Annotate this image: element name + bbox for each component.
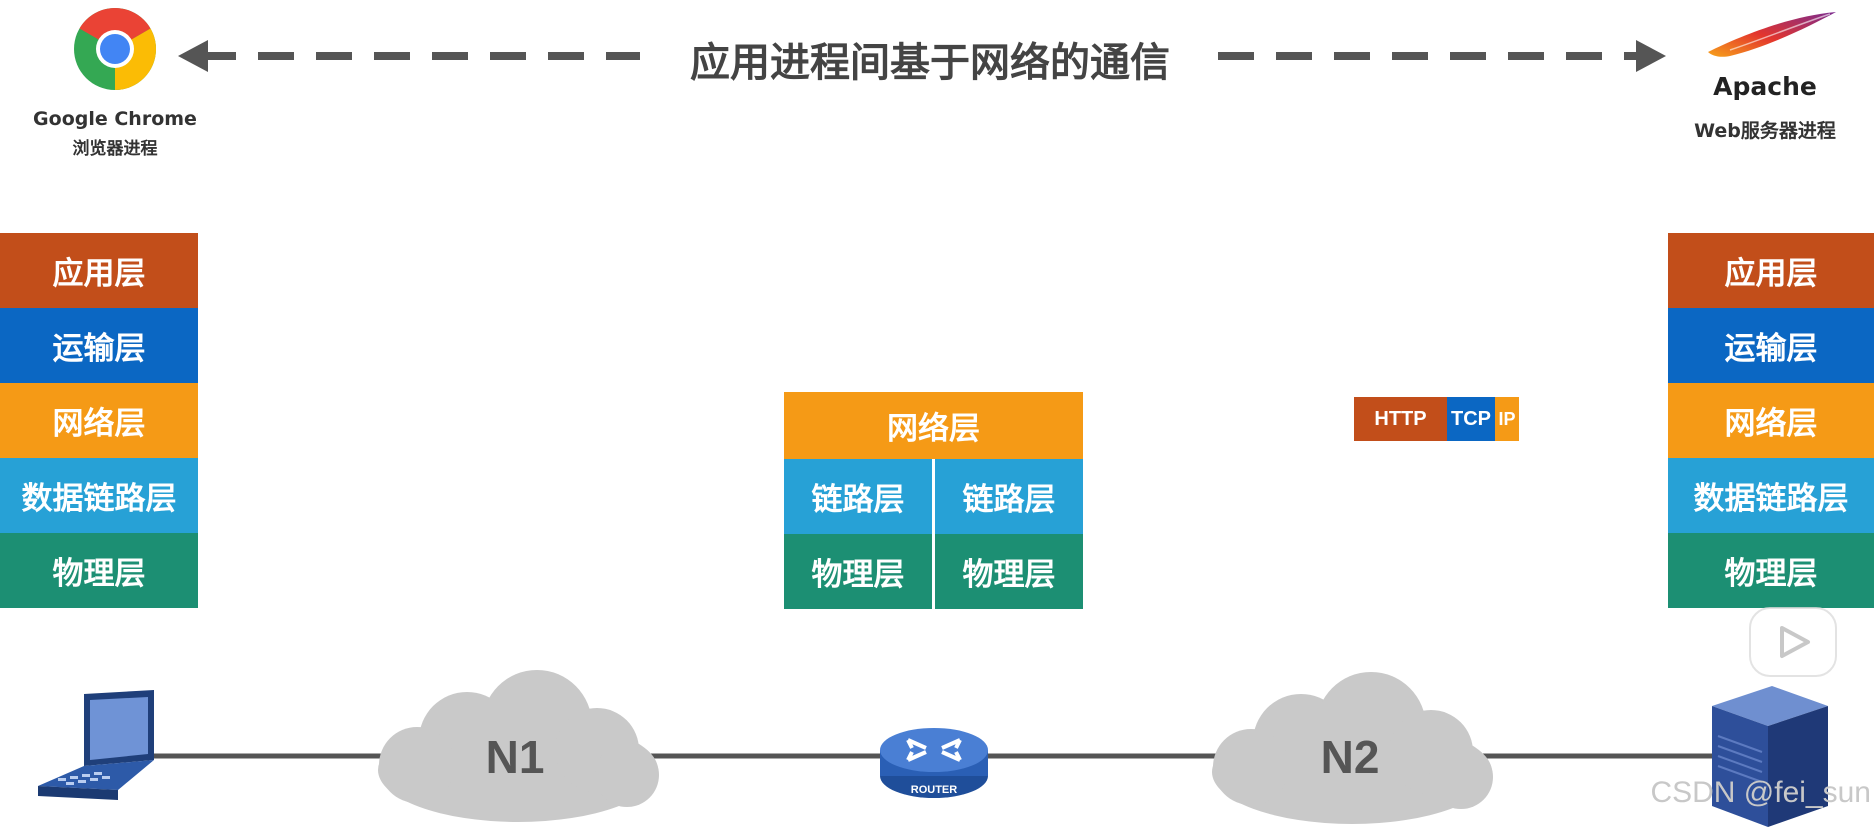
- router-layer-link-left: 链路层: [784, 459, 932, 534]
- packet-ip: IP: [1495, 397, 1519, 441]
- layer-data-link: 数据链路层: [1668, 458, 1874, 533]
- packet: HTTP TCP IP: [1354, 397, 1519, 441]
- page-title: 应用进程间基于网络的通信: [690, 40, 1170, 86]
- chrome-name: Google Chrome: [33, 108, 197, 130]
- layer-data-link: 数据链路层: [0, 458, 198, 533]
- apache-subtitle: Web服务器进程: [1694, 120, 1836, 142]
- layer-transport: 运输层: [0, 308, 198, 383]
- server-protocol-stack: 应用层 运输层 网络层 数据链路层 物理层: [1668, 233, 1874, 609]
- chrome-logo-icon: [74, 8, 156, 90]
- router-layer-physical-left: 物理层: [784, 534, 932, 609]
- layer-network: 网络层: [1668, 383, 1874, 458]
- router-layer-network: 网络层: [784, 392, 1083, 459]
- layer-application: 应用层: [0, 233, 198, 308]
- router-label: ROUTER: [910, 784, 958, 796]
- router-protocol-stack: 网络层 链路层 链路层 物理层 物理层: [784, 392, 1083, 609]
- router-layer-physical-right: 物理层: [935, 534, 1083, 609]
- layer-physical: 物理层: [1668, 533, 1874, 608]
- cloud-n2-icon: [1212, 672, 1493, 824]
- cloud-n1-label: N1: [485, 731, 545, 783]
- watermark: CSDN @fei_sun: [1650, 776, 1871, 809]
- client-protocol-stack: 应用层 运输层 网络层 数据链路层 物理层: [0, 233, 198, 609]
- packet-tcp: TCP: [1447, 397, 1495, 441]
- apache-feather-logo-icon: [1708, 12, 1836, 57]
- layer-transport: 运输层: [1668, 308, 1874, 383]
- layer-network: 网络层: [0, 383, 198, 458]
- chrome-subtitle: 浏览器进程: [72, 139, 158, 159]
- layer-physical: 物理层: [0, 533, 198, 608]
- router-icon: [880, 728, 988, 798]
- apache-name: Apache: [1713, 72, 1817, 101]
- router-layer-link-right: 链路层: [935, 459, 1083, 534]
- play-button-icon[interactable]: [1748, 606, 1838, 678]
- cloud-n2-label: N2: [1320, 731, 1380, 783]
- layer-application: 应用层: [1668, 233, 1874, 308]
- communication-arrow: [178, 40, 1666, 72]
- cloud-n1-icon: [378, 670, 659, 822]
- laptop-icon: [38, 690, 154, 800]
- packet-http: HTTP: [1354, 397, 1447, 441]
- server-icon: [1712, 686, 1828, 827]
